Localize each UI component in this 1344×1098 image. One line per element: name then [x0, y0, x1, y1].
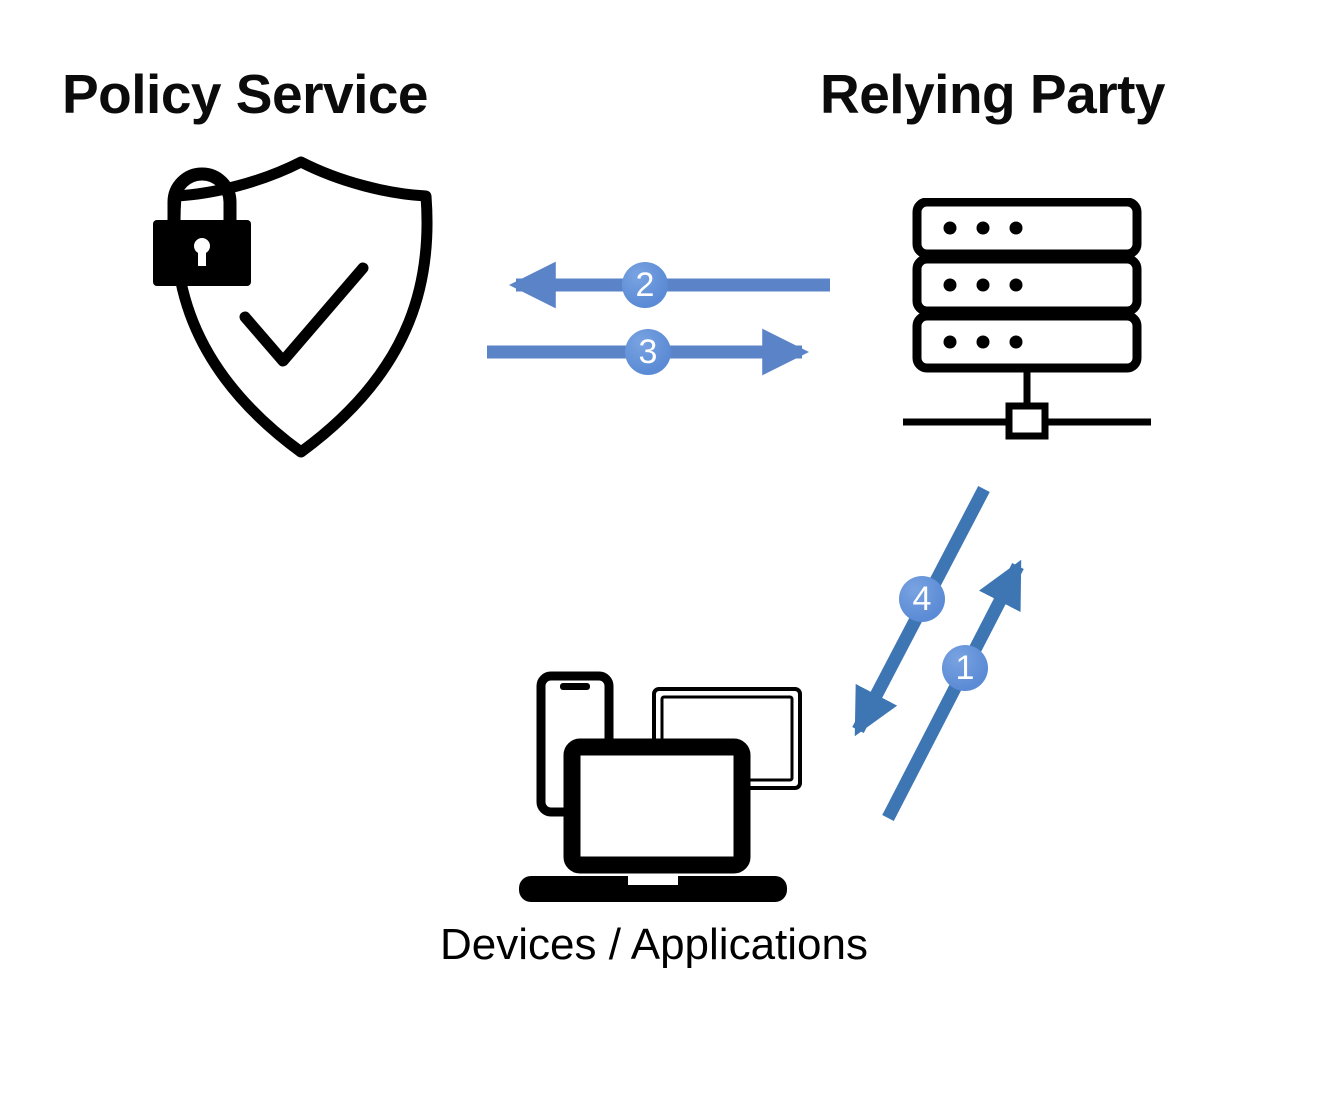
shield-icon-svg — [153, 156, 433, 458]
padlock-keyhole-slot — [198, 250, 206, 266]
server-row-1 — [912, 197, 1142, 259]
shield-lock-check-icon — [150, 150, 450, 475]
server-stack-icon — [903, 197, 1151, 448]
devices-phone-tablet-laptop-icon — [515, 668, 810, 913]
step-badge-3: 3 — [625, 329, 671, 375]
policy-service-label: Policy Service — [62, 63, 429, 125]
server-icon-svg — [903, 197, 1151, 440]
server-row-3 — [912, 311, 1142, 373]
shield-outline — [169, 156, 433, 458]
devices-applications-label: Devices / Applications — [440, 920, 868, 969]
step-badge-1: 1 — [942, 645, 988, 691]
relying-party-label: Relying Party — [820, 63, 1166, 125]
phone-speaker — [560, 683, 590, 690]
laptop-base-notch — [628, 876, 678, 885]
laptop-base — [519, 876, 787, 902]
server-row-2 — [912, 254, 1142, 316]
checkmark-icon — [239, 262, 369, 367]
server-row-dots — [943, 221, 1023, 349]
step-badge-4: 4 — [899, 576, 945, 622]
step-badge-2: 2 — [622, 262, 668, 308]
devices-icon-svg — [519, 671, 802, 902]
padlock-shackle — [167, 167, 237, 224]
server-network-node — [1005, 402, 1049, 440]
laptop-screen — [563, 738, 751, 874]
